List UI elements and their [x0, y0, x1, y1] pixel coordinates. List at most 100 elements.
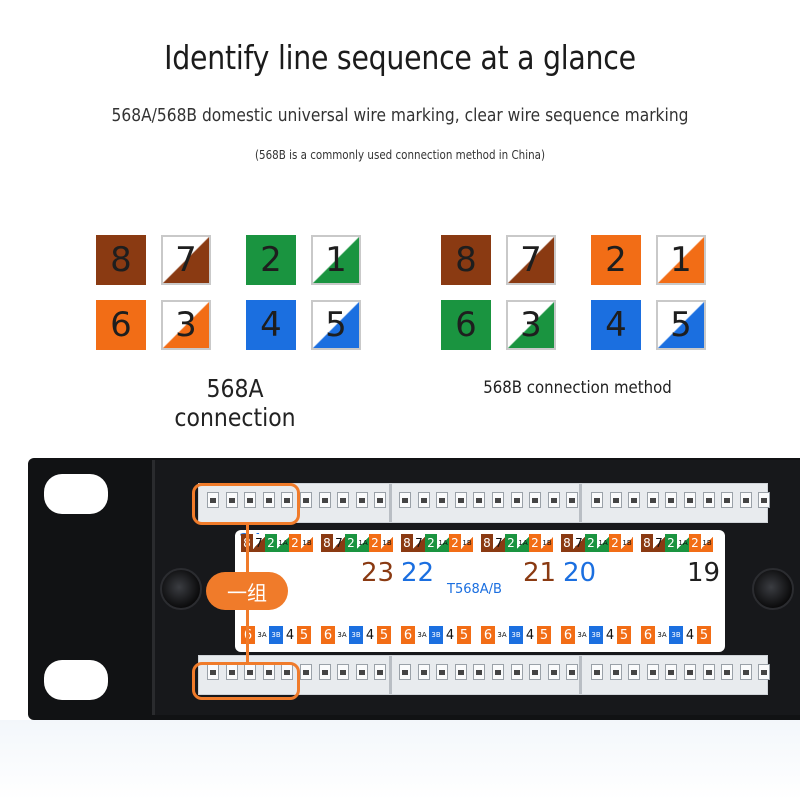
idc-pin	[591, 664, 603, 680]
page-note: (568B is a commonly used connection meth…	[254, 148, 545, 162]
idc-pin	[473, 664, 486, 680]
block-divider	[579, 656, 582, 694]
group-connector-top	[246, 524, 249, 572]
wire-code-bottom: 4	[283, 626, 297, 644]
wire-code-bottom: 5	[617, 626, 631, 644]
wire-code-top: 8	[401, 534, 413, 552]
wire-number: 3	[175, 305, 197, 345]
idc-pin	[665, 492, 678, 508]
wire-code-top: 7	[413, 534, 425, 552]
idc-pin	[436, 492, 449, 508]
idc-pin	[739, 492, 752, 508]
idc-pin	[300, 492, 312, 508]
wire-code-top: 1A	[437, 534, 449, 552]
idc-pin	[454, 492, 467, 508]
wire-square-7: 7	[506, 235, 556, 285]
idc-pin	[566, 664, 579, 680]
wire-code-top: 1A	[357, 534, 369, 552]
idc-pin	[609, 492, 622, 508]
wire-code-top: 2	[265, 534, 277, 552]
idc-pin	[417, 664, 430, 680]
idc-pin	[337, 664, 350, 680]
wire-code-top: 2	[345, 534, 357, 552]
wire-number: 8	[110, 240, 132, 280]
idc-pin	[337, 492, 350, 508]
idc-pin	[628, 664, 641, 680]
wire-number: 5	[670, 305, 692, 345]
wire-code-bottom: 3B	[509, 626, 523, 644]
idc-pin	[473, 492, 486, 508]
idc-pin	[244, 492, 257, 508]
wire-number: 3	[520, 305, 542, 345]
wire-code-top: 1B	[701, 534, 713, 552]
wire-code-bottom: 3A	[335, 626, 349, 644]
wire-code-top: 2	[665, 534, 677, 552]
wire-code-top: 7	[253, 534, 265, 552]
wire-code-bottom: 4	[603, 626, 617, 644]
idc-pin	[417, 492, 430, 508]
wire-square-8: 8	[441, 235, 491, 285]
idc-pin	[318, 664, 331, 680]
wire-code-top: 1A	[517, 534, 529, 552]
wire-code-bottom: 3B	[269, 626, 283, 644]
wire-square-6: 6	[441, 300, 491, 350]
idc-pin	[646, 492, 659, 508]
wire-code-bottom: 3B	[429, 626, 443, 644]
wire-code-top: 2	[425, 534, 437, 552]
wire-code-bottom: 3A	[495, 626, 509, 644]
standard-label: T568A/B	[447, 582, 502, 597]
idc-pin	[547, 492, 560, 508]
wire-code-top: 2	[449, 534, 461, 552]
wire-code-bottom: 3A	[415, 626, 429, 644]
wire-number: 8	[455, 240, 477, 280]
wire-number: 5	[325, 305, 347, 345]
rack-ear-hole-top	[44, 474, 108, 514]
idc-pin	[721, 492, 734, 508]
idc-pin	[262, 492, 275, 508]
wire-code-bottom: 6	[561, 626, 575, 644]
panel-shadow	[0, 720, 800, 800]
wire-code-bottom: 5	[457, 626, 471, 644]
wire-code-top: 8	[481, 534, 493, 552]
idc-pin	[702, 664, 715, 680]
wire-square-3: 3	[161, 300, 211, 350]
wire-code-top: 1A	[597, 534, 609, 552]
wire-code-top: 7	[653, 534, 665, 552]
idc-pin	[207, 492, 219, 508]
idc-pin	[529, 492, 542, 508]
block-divider	[579, 484, 582, 522]
idc-pin	[646, 664, 659, 680]
wire-number: 7	[520, 240, 542, 280]
wire-code-bottom: 3B	[349, 626, 363, 644]
wire-number: 2	[605, 240, 627, 280]
screw-right	[752, 568, 794, 610]
port-number-22: 22	[401, 558, 435, 588]
wire-number: 1	[325, 240, 347, 280]
wire-code-bottom: 4	[443, 626, 457, 644]
wire-square-7: 7	[161, 235, 211, 285]
wire-code-bottom: 3A	[255, 626, 269, 644]
idc-pin	[547, 664, 560, 680]
wire-code-top: 8	[641, 534, 653, 552]
wire-code-bottom: 4	[523, 626, 537, 644]
wire-code-top: 1A	[277, 534, 289, 552]
wire-code-bottom: 5	[377, 626, 391, 644]
idc-pin	[436, 664, 449, 680]
caption-568a: 568A connection	[174, 374, 296, 432]
wire-square-5: 5	[656, 300, 706, 350]
idc-pin	[628, 492, 641, 508]
caption-568b: 568B connection method	[483, 378, 672, 398]
wire-square-6: 6	[96, 300, 146, 350]
idc-pin	[225, 492, 238, 508]
wire-number: 6	[110, 305, 132, 345]
wire-code-bottom: 4	[683, 626, 697, 644]
wire-code-bottom: 3B	[589, 626, 603, 644]
wire-square-2: 2	[246, 235, 296, 285]
idc-pin	[665, 664, 678, 680]
group-highlight-bottom	[192, 662, 300, 700]
wire-square-1: 1	[656, 235, 706, 285]
wire-number: 6	[455, 305, 477, 345]
page-subtitle: 568A/568B domestic universal wire markin…	[111, 105, 689, 126]
wire-code-top: 2	[585, 534, 597, 552]
idc-pin	[739, 664, 752, 680]
